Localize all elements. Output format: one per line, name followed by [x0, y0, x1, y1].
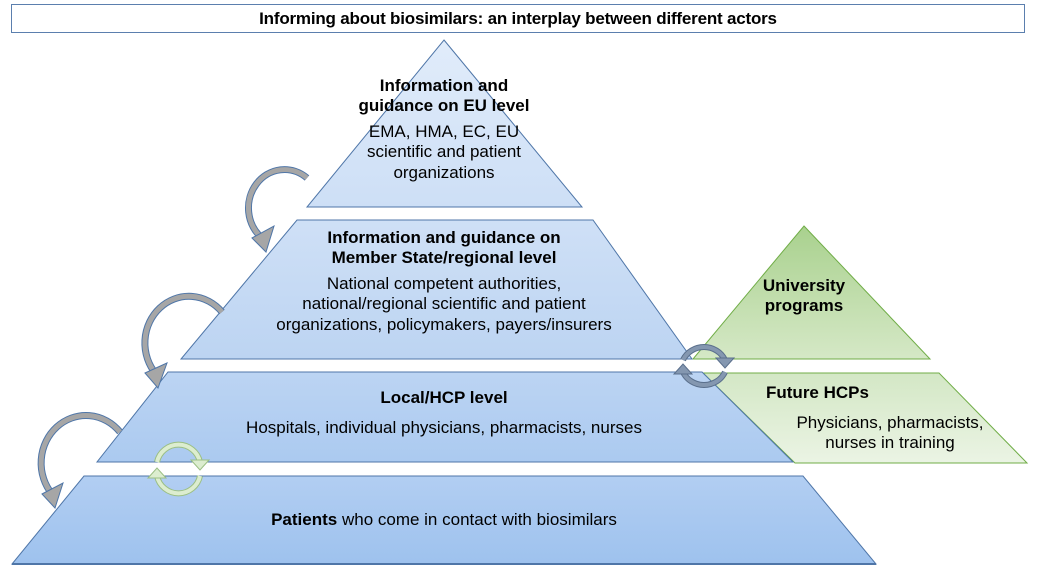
member-state-body-line2: national/regional scientific and patient [302, 294, 586, 314]
local-hcp-body: Hospitals, individual physicians, pharma… [246, 418, 642, 438]
local-hcp-heading: Local/HCP level [380, 388, 508, 407]
university-programs-triangle [691, 225, 932, 360]
curved-down-arrow-icon [244, 166, 310, 253]
curved-down-arrow-icon [37, 412, 123, 509]
cycle-arrows-icon [672, 343, 736, 389]
future-hcps-heading: Future HCPs [766, 383, 869, 402]
cycle-arrows-icon [146, 441, 211, 497]
local-hcp-level-label: Local/HCP level Hospitals, individual ph… [194, 388, 694, 439]
diagram-title: Informing about biosimilars: an interpla… [11, 4, 1025, 33]
eu-level-body-line3: organizations [393, 162, 495, 182]
eu-level-triangle [305, 39, 584, 208]
eu-level-body-line2: scientific and patient [366, 142, 522, 162]
patients-level-label: Patients who come in contact with biosim… [194, 510, 694, 530]
patients-rest: who come in contact with biosimilars [337, 510, 617, 529]
member-state-body-line3: organizations, policymakers, payers/insu… [276, 314, 612, 334]
university-heading-line2: programs [764, 296, 844, 316]
eu-level-heading-line1: Information and [379, 76, 509, 95]
future-hcps-body-line2: nurses in training [825, 433, 955, 453]
future-hcps-body: Physicians, pharmacists, nurses in train… [770, 413, 1010, 454]
curved-down-arrow-icon [141, 292, 225, 389]
member-state-level-label: Information and guidance on Member State… [224, 228, 664, 335]
member-state-heading-line2: Member State/regional level [331, 248, 557, 268]
university-heading-line1: University [762, 276, 846, 295]
eu-level-heading-line2: guidance on EU level [358, 96, 530, 116]
eu-level-body-line1: EMA, HMA, EC, EU [368, 121, 520, 141]
member-state-heading-line1: Information and guidance on [327, 228, 561, 247]
patients-bold: Patients [271, 510, 338, 529]
local-hcp-level-trapezoid [95, 371, 795, 463]
member-state-body-line1: National competent authorities, [326, 273, 562, 293]
eu-level-label: Information and guidance on EU level EMA… [324, 76, 564, 183]
university-programs-label: University programs [744, 276, 864, 317]
future-hcps-body-line1: Physicians, pharmacists, [796, 413, 984, 432]
